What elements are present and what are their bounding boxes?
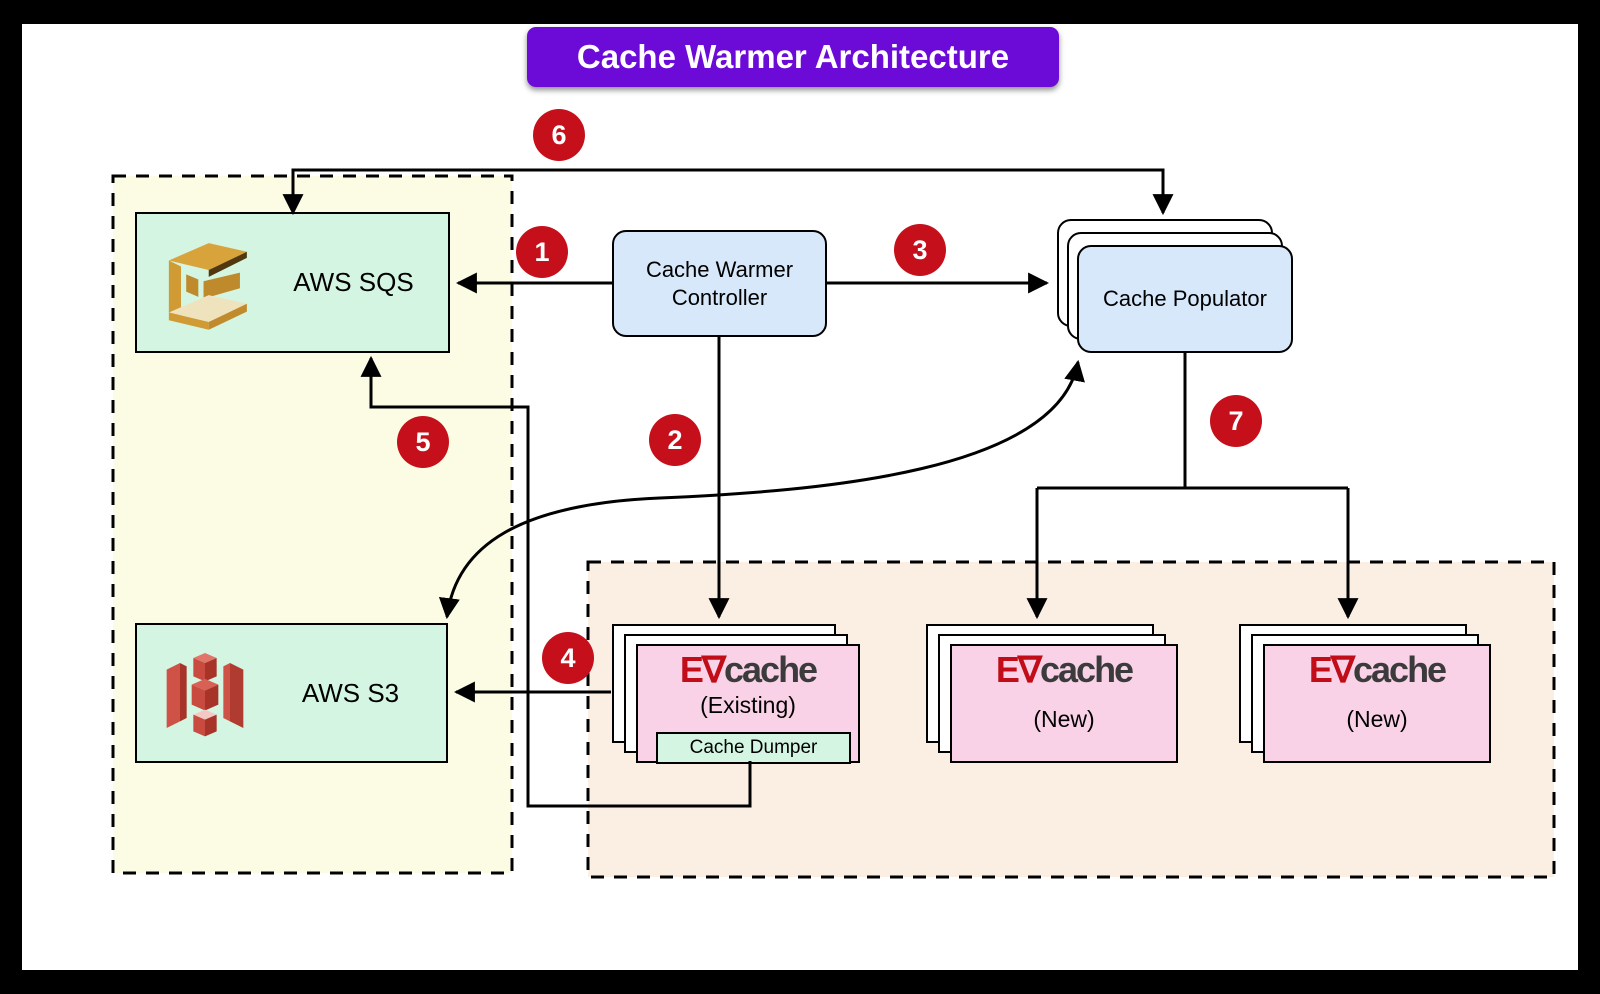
step-badge-7: 7 (1210, 395, 1262, 447)
cache-warmer-controller-node: Cache Warmer Controller (612, 230, 827, 337)
step-badge-2: 2 (649, 414, 701, 466)
zones-layer (111, 174, 1556, 879)
evcache-new2-variant-label: (New) (1346, 705, 1408, 732)
diagram-canvas: AWS SQS AWS S3 Cache Warm (22, 24, 1578, 970)
cache-warmer-controller-label: Cache Warmer Controller (645, 257, 794, 310)
evcache-existing-node: E∇cache (Existing) Cache Dumper (636, 644, 860, 764)
aws-s3-node: AWS S3 (135, 623, 448, 763)
evcache-existing-variant-label: (Existing) (700, 691, 796, 718)
cache-populator-label: Cache Populator (1103, 286, 1267, 312)
evcache-new1-variant-label: (New) (1033, 705, 1095, 732)
step-badge-4: 4 (542, 632, 594, 684)
cache-populator-node: Cache Populator (1077, 245, 1293, 353)
aws-sqs-node: AWS SQS (135, 212, 450, 353)
step-badge-6: 6 (533, 109, 585, 161)
aws-sqs-label: AWS SQS (293, 267, 414, 297)
page-title: Cache Warmer Architecture (576, 38, 1010, 75)
aws-s3-icon (166, 653, 244, 737)
evcache-logo: E∇cache (1308, 649, 1447, 690)
evcache-new2-node: E∇cache (New) (1263, 644, 1491, 763)
title-banner: Cache Warmer Architecture (527, 27, 1059, 87)
cache-dumper-node: Cache Dumper (656, 732, 851, 764)
aws-s3-label: AWS S3 (301, 677, 400, 708)
step-badge-3: 3 (894, 224, 946, 276)
evcache-logo: E∇cache (995, 649, 1134, 690)
step-badge-5: 5 (397, 416, 449, 468)
step-badge-1: 1 (516, 226, 568, 278)
evcache-logo: E∇cache (679, 649, 818, 690)
evcache-new1-node: E∇cache (New) (950, 644, 1178, 763)
aws-sqs-icon (168, 242, 247, 330)
cache-dumper-label: Cache Dumper (689, 737, 818, 758)
